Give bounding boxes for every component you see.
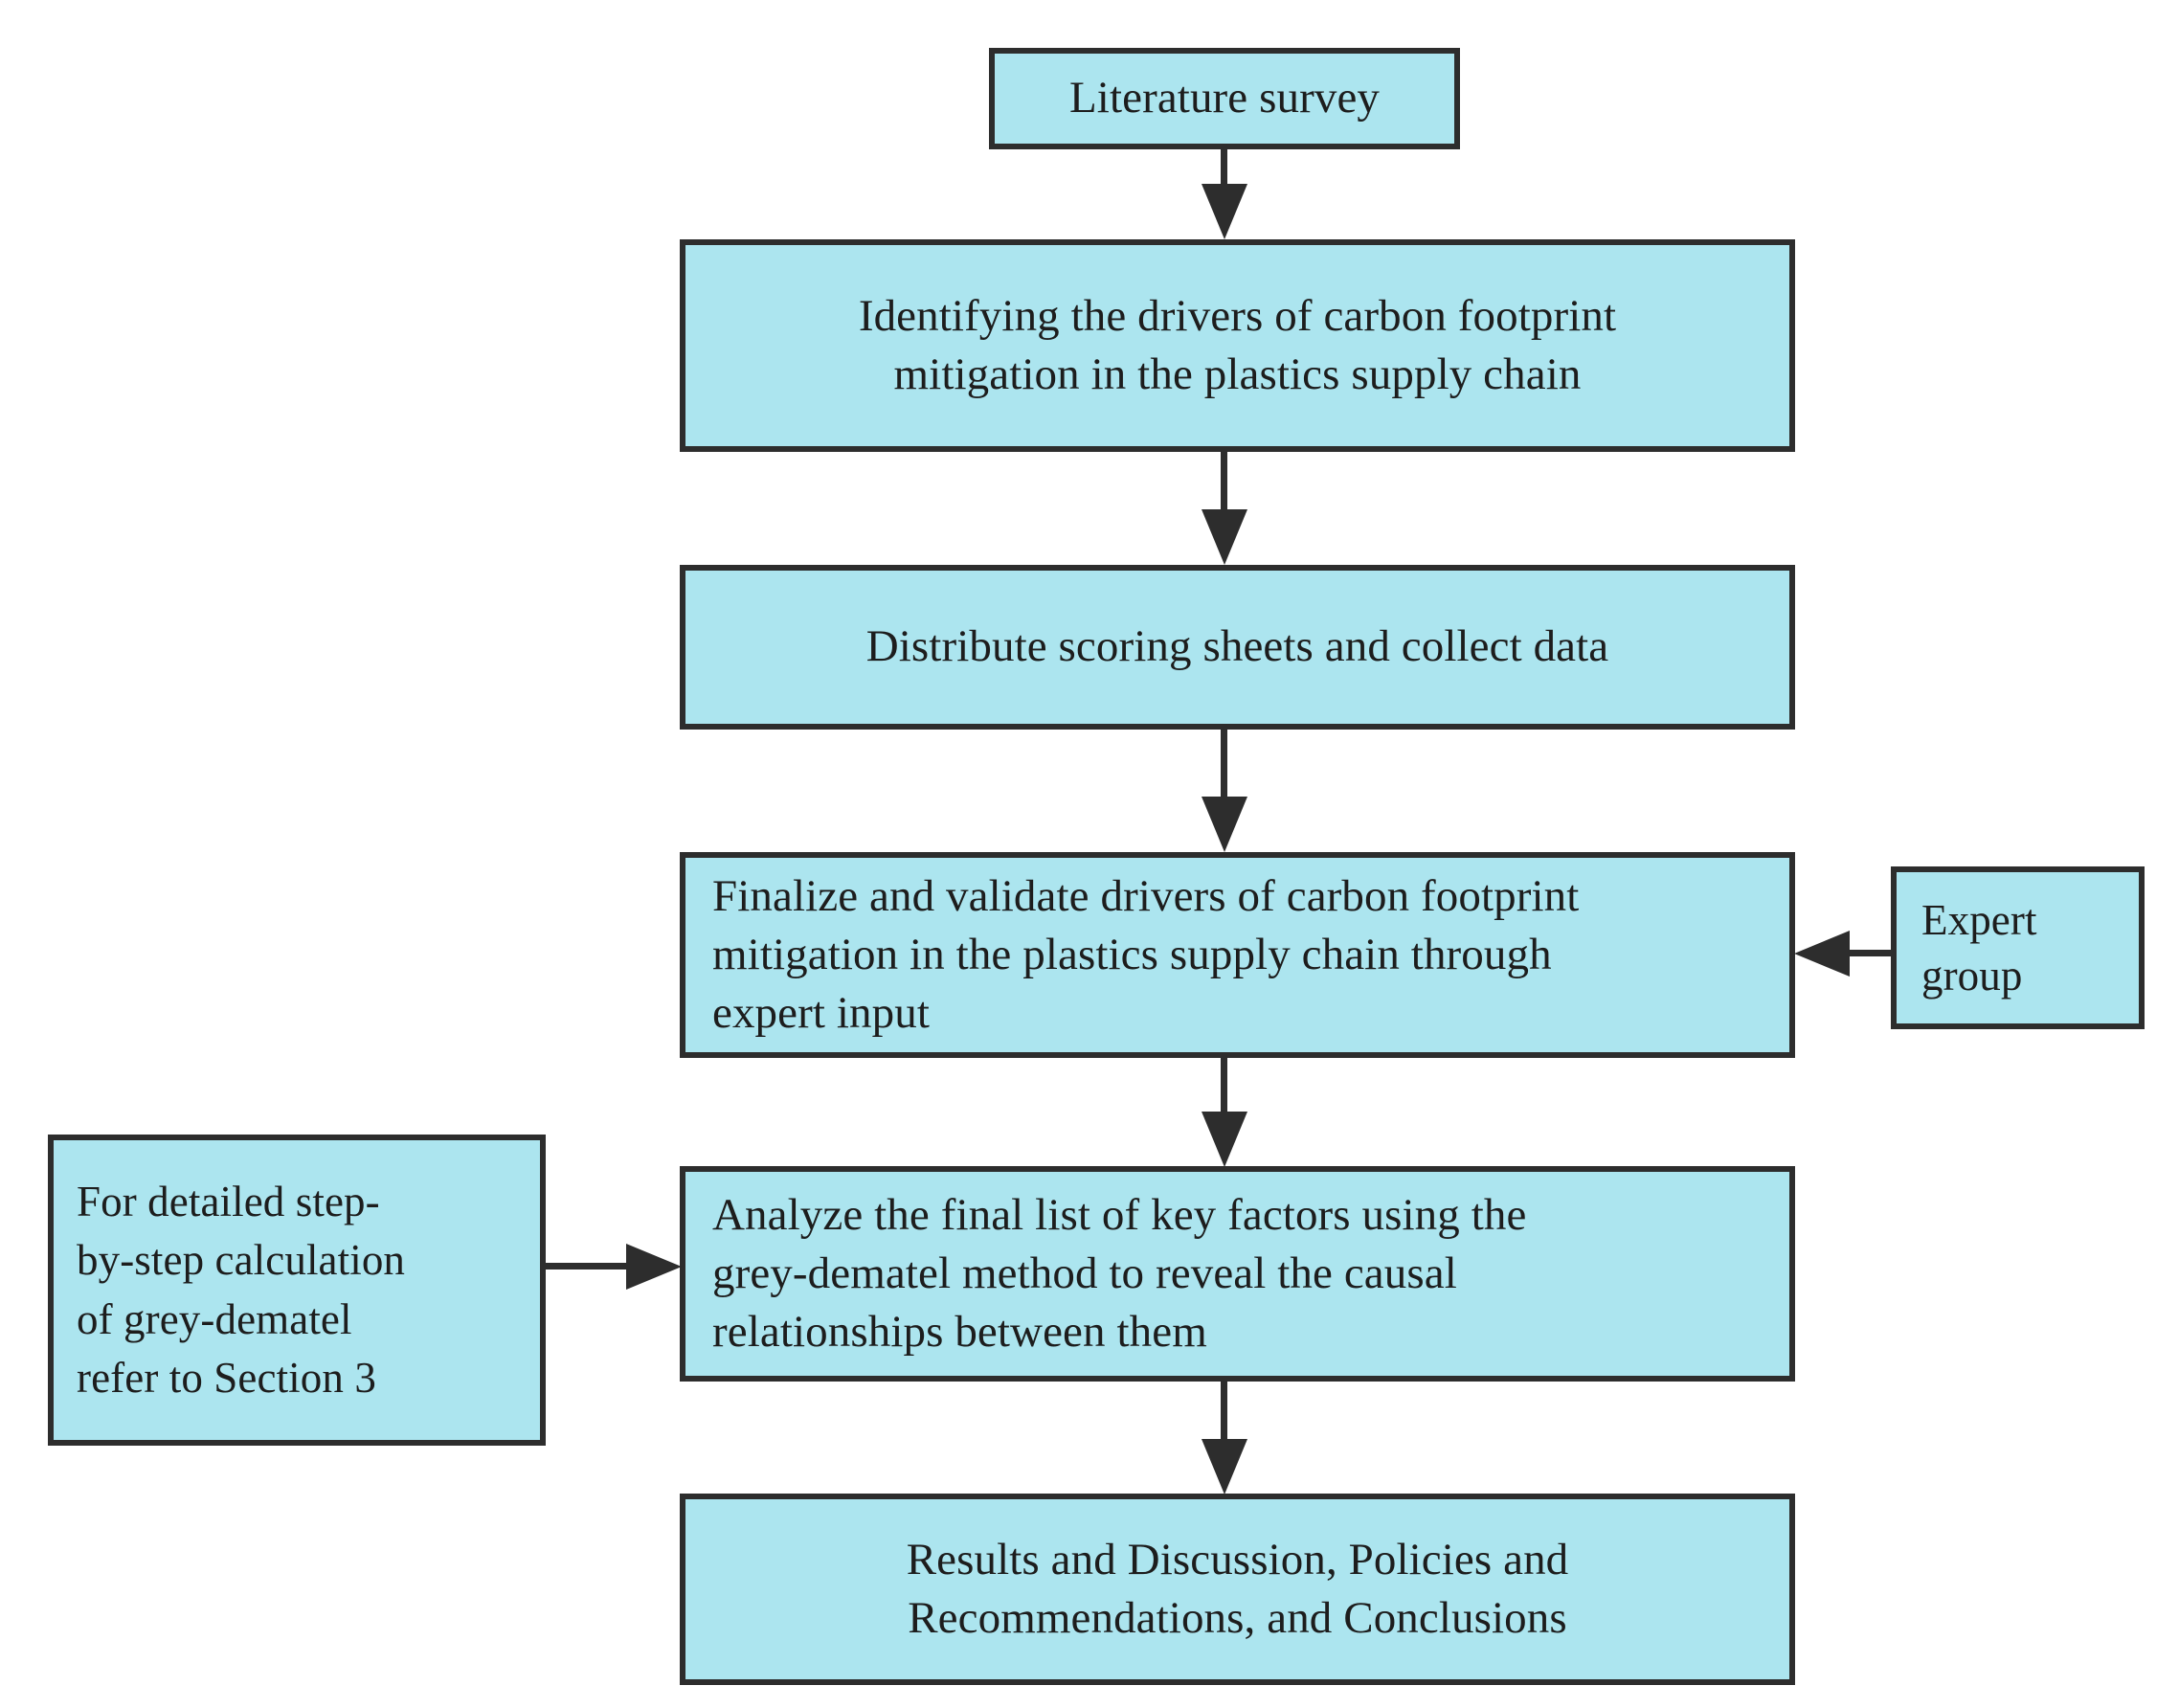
connector-expert-to-finalize: [1848, 950, 1894, 956]
arrowhead-literature-to-identify: [1202, 184, 1247, 239]
arrowhead-distribute-to-finalize: [1202, 797, 1247, 852]
node-text-line: expert input: [712, 988, 930, 1039]
node-text-line: Finalize and validate drivers of carbon …: [712, 870, 1580, 921]
node-text-line: Identifying the drivers of carbon footpr…: [858, 290, 1617, 341]
node-text-line: grey-dematel method to reveal the causal: [712, 1247, 1457, 1298]
node-text-line: Results and Discussion, Policies and: [906, 1534, 1569, 1584]
node-text-line: For detailed step-: [77, 1178, 380, 1226]
node-analyze-dematel[interactable]: Analyze the final list of key factors us…: [680, 1166, 1795, 1382]
node-text-line: Expert: [1921, 895, 2037, 944]
arrowhead-expert-to-finalize: [1794, 931, 1850, 977]
connector-finalize-to-analyze: [1221, 1058, 1227, 1113]
connector-identify-to-distribute: [1221, 452, 1227, 511]
node-expert-group[interactable]: Expert group: [1891, 866, 2145, 1029]
node-finalize-validate[interactable]: Finalize and validate drivers of carbon …: [680, 852, 1795, 1058]
node-text-line: group: [1921, 952, 2023, 1000]
node-results-discussion[interactable]: Results and Discussion, Policies and Rec…: [680, 1494, 1795, 1685]
node-text-line: by-step calculation: [77, 1236, 406, 1285]
node-text-line: of grey-dematel: [77, 1294, 352, 1343]
arrowhead-reference-to-analyze: [626, 1244, 682, 1290]
node-text-line: Recommendations, and Conclusions: [908, 1593, 1567, 1643]
connector-distribute-to-finalize: [1221, 730, 1227, 798]
node-text-line: mitigation in the plastics supply chain: [893, 349, 1582, 399]
node-section-reference[interactable]: For detailed step- by-step calculation o…: [48, 1135, 546, 1446]
node-text-line: mitigation in the plastics supply chain …: [712, 929, 1552, 979]
arrowhead-analyze-to-results: [1202, 1439, 1247, 1494]
connector-reference-to-analyze: [546, 1263, 630, 1270]
node-literature-survey[interactable]: Literature survey: [989, 48, 1460, 149]
node-text-line: relationships between them: [712, 1307, 1207, 1358]
node-text-line: Literature survey: [1068, 73, 1381, 124]
connector-analyze-to-results: [1221, 1382, 1227, 1441]
node-text-line: Distribute scoring sheets and collect da…: [865, 621, 1609, 672]
arrowhead-identify-to-distribute: [1202, 509, 1247, 565]
node-identify-drivers[interactable]: Identifying the drivers of carbon footpr…: [680, 239, 1795, 452]
node-text-line: refer to Section 3: [77, 1353, 376, 1402]
node-text-line: Analyze the final list of key factors us…: [712, 1189, 1527, 1240]
arrowhead-finalize-to-analyze: [1202, 1112, 1247, 1167]
node-distribute-scoring[interactable]: Distribute scoring sheets and collect da…: [680, 565, 1795, 730]
connector-literature-to-identify: [1221, 149, 1227, 188]
